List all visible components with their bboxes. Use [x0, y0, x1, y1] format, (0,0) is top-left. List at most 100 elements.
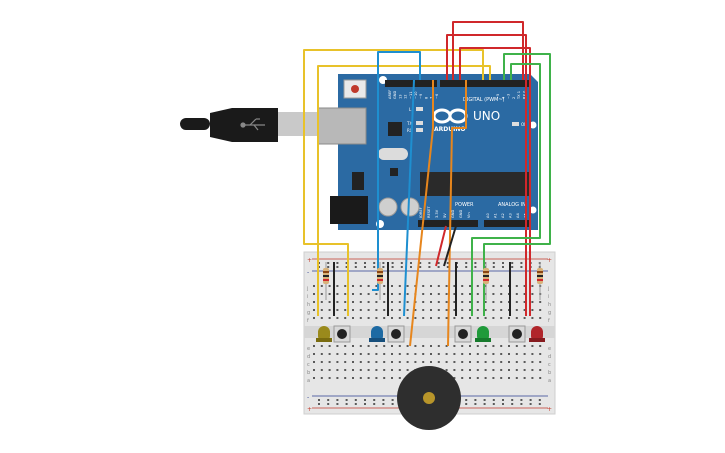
breadboard-hole[interactable]	[373, 403, 376, 405]
breadboard-hole[interactable]	[391, 377, 393, 379]
breadboard-hole[interactable]	[352, 317, 354, 319]
breadboard-hole[interactable]	[382, 399, 385, 401]
breadboard-hole[interactable]	[419, 262, 422, 264]
breadboard-hole[interactable]	[320, 361, 323, 363]
breadboard-hole[interactable]	[511, 403, 514, 405]
breadboard-hole[interactable]	[391, 285, 393, 287]
breadboard-hole[interactable]	[336, 285, 339, 287]
breadboard-hole[interactable]	[461, 309, 464, 311]
breadboard-hole[interactable]	[313, 345, 315, 347]
breadboard-hole[interactable]	[336, 403, 339, 405]
breadboard-hole[interactable]	[430, 361, 432, 363]
breadboard-hole[interactable]	[359, 345, 362, 347]
breadboard-hole[interactable]	[508, 353, 510, 355]
breadboard-hole[interactable]	[336, 309, 339, 311]
breadboard-hole[interactable]	[406, 309, 409, 311]
breadboard-hole[interactable]	[336, 293, 339, 295]
breadboard-hole[interactable]	[367, 301, 370, 303]
breadboard-hole[interactable]	[430, 293, 432, 295]
breadboard-hole[interactable]	[500, 353, 503, 355]
breadboard-hole[interactable]	[313, 317, 315, 319]
breadboard-hole[interactable]	[336, 361, 339, 363]
breadboard-hole[interactable]	[391, 266, 394, 268]
breadboard-hole[interactable]	[476, 377, 479, 379]
breadboard-hole[interactable]	[430, 301, 432, 303]
breadboard-hole[interactable]	[320, 317, 323, 319]
breadboard-hole[interactable]	[538, 403, 541, 405]
breadboard-hole[interactable]	[359, 293, 362, 295]
breadboard-hole[interactable]	[391, 369, 393, 371]
breadboard-hole[interactable]	[352, 369, 354, 371]
breadboard-hole[interactable]	[375, 309, 378, 311]
breadboard-hole[interactable]	[492, 293, 495, 295]
breadboard-hole[interactable]	[359, 285, 362, 287]
breadboard-hole[interactable]	[500, 377, 503, 379]
wire-red[interactable]	[452, 21, 524, 80]
breadboard-hole[interactable]	[531, 377, 534, 379]
breadboard-hole[interactable]	[406, 345, 409, 347]
breadboard-hole[interactable]	[422, 309, 425, 311]
breadboard-hole[interactable]	[359, 369, 362, 371]
breadboard-hole[interactable]	[437, 285, 440, 287]
breadboard-hole[interactable]	[328, 369, 331, 371]
breadboard-hole[interactable]	[461, 377, 464, 379]
breadboard-hole[interactable]	[531, 301, 534, 303]
breadboard-hole[interactable]	[327, 403, 330, 405]
breadboard-hole[interactable]	[538, 399, 541, 401]
breadboard-hole[interactable]	[328, 301, 331, 303]
breadboard-hole[interactable]	[367, 353, 370, 355]
breadboard-hole[interactable]	[539, 369, 542, 371]
breadboard-hole[interactable]	[474, 262, 477, 264]
breadboard-hole[interactable]	[531, 369, 534, 371]
push-button[interactable]	[454, 325, 472, 343]
breadboard-hole[interactable]	[367, 377, 370, 379]
breadboard-hole[interactable]	[318, 399, 320, 401]
breadboard-hole[interactable]	[539, 345, 542, 347]
breadboard-hole[interactable]	[453, 301, 456, 303]
wire-orange[interactable]	[447, 80, 467, 347]
breadboard-hole[interactable]	[354, 266, 357, 268]
breadboard-hole[interactable]	[531, 293, 534, 295]
breadboard-hole[interactable]	[422, 345, 425, 347]
breadboard-hole[interactable]	[313, 361, 315, 363]
breadboard-hole[interactable]	[398, 301, 401, 303]
breadboard-hole[interactable]	[523, 309, 526, 311]
breadboard-hole[interactable]	[364, 403, 366, 405]
breadboard-hole[interactable]	[320, 377, 323, 379]
breadboard-hole[interactable]	[445, 361, 448, 363]
breadboard-hole[interactable]	[400, 266, 403, 268]
breadboard-hole[interactable]	[375, 293, 378, 295]
breadboard-hole[interactable]	[336, 301, 339, 303]
push-button[interactable]	[387, 325, 405, 343]
breadboard-hole[interactable]	[344, 309, 347, 311]
breadboard-hole[interactable]	[313, 369, 315, 371]
breadboard-hole[interactable]	[437, 309, 440, 311]
breadboard-hole[interactable]	[469, 293, 471, 295]
breadboard-hole[interactable]	[461, 293, 464, 295]
breadboard-hole[interactable]	[523, 301, 526, 303]
breadboard-hole[interactable]	[520, 399, 523, 401]
breadboard-hole[interactable]	[328, 377, 331, 379]
breadboard-hole[interactable]	[336, 266, 339, 268]
breadboard-hole[interactable]	[465, 266, 468, 268]
breadboard-hole[interactable]	[344, 293, 347, 295]
breadboard-hole[interactable]	[382, 403, 385, 405]
breadboard-hole[interactable]	[453, 309, 456, 311]
breadboard-hole[interactable]	[502, 399, 504, 401]
breadboard-hole[interactable]	[492, 403, 495, 405]
breadboard-hole[interactable]	[515, 309, 518, 311]
breadboard-hole[interactable]	[336, 345, 339, 347]
breadboard-hole[interactable]	[476, 369, 479, 371]
breadboard-hole[interactable]	[515, 369, 518, 371]
breadboard-hole[interactable]	[391, 293, 393, 295]
breadboard-hole[interactable]	[445, 285, 448, 287]
breadboard-hole[interactable]	[511, 262, 514, 264]
breadboard-hole[interactable]	[391, 301, 393, 303]
led-yellow[interactable]	[316, 326, 332, 342]
breadboard-hole[interactable]	[515, 353, 518, 355]
breadboard-hole[interactable]	[484, 301, 487, 303]
breadboard-hole[interactable]	[328, 317, 331, 319]
breadboard-hole[interactable]	[465, 262, 468, 264]
breadboard-hole[interactable]	[367, 293, 370, 295]
breadboard-hole[interactable]	[414, 353, 417, 355]
